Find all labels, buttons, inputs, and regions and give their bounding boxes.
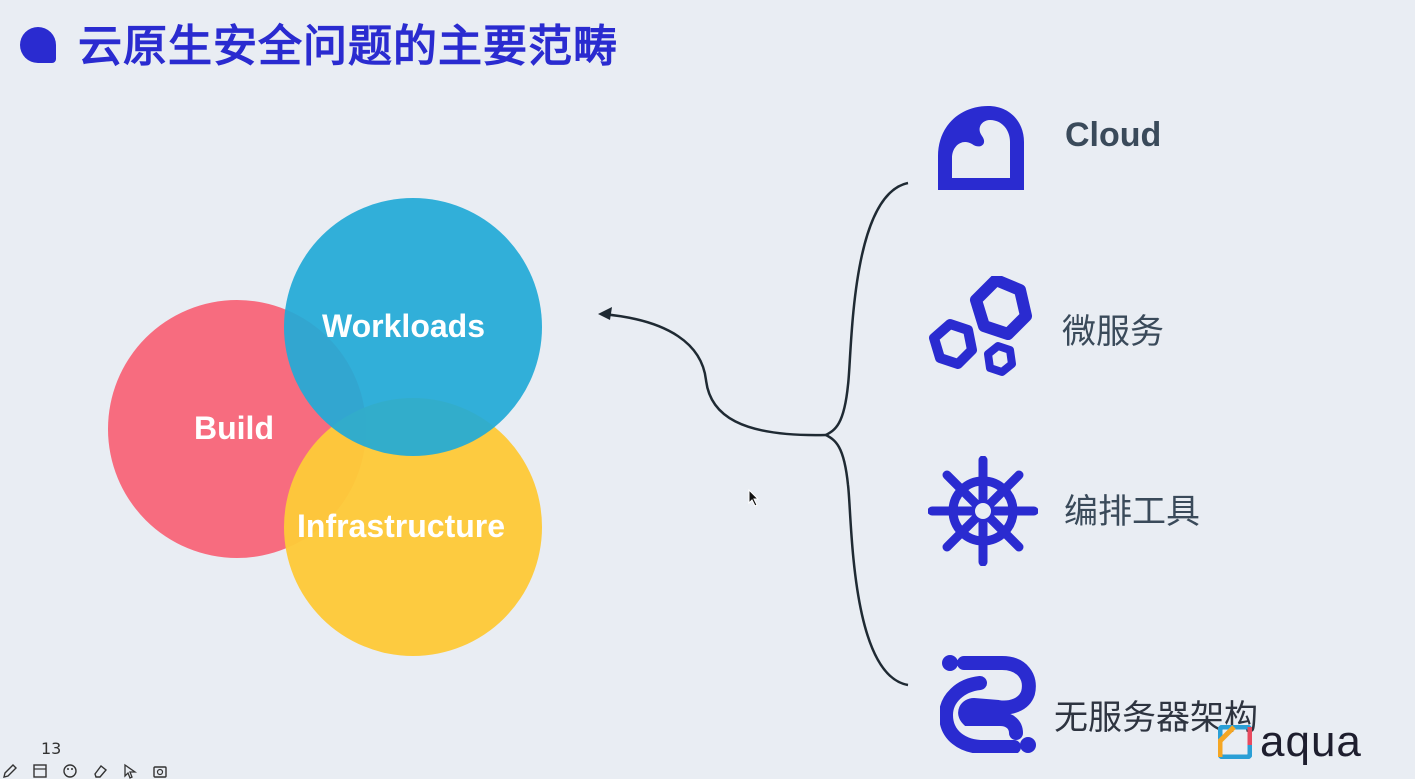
camera-icon[interactable]	[150, 762, 170, 779]
aqua-logo-text: aqua	[1260, 717, 1362, 766]
slides-icon[interactable]	[30, 762, 50, 779]
venn-label-workloads: Workloads	[322, 308, 485, 344]
venn-circle-workloads	[284, 198, 542, 456]
aqua-logo-mark-icon	[1218, 725, 1252, 759]
presentation-toolbar	[0, 762, 170, 779]
arrow-head-icon	[598, 307, 612, 320]
venn-label-build: Build	[194, 410, 274, 446]
slide-title: 云原生安全问题的主要范畴	[78, 21, 618, 72]
pencil-icon[interactable]	[0, 762, 20, 779]
microservices-icon	[929, 276, 1032, 376]
pointer-icon[interactable]	[120, 762, 140, 779]
label-serverless: 无服务器架构	[1054, 699, 1258, 737]
cloud-icon	[938, 106, 1024, 190]
label-orchestration: 编排工具	[1064, 493, 1200, 531]
mouse-cursor-icon	[748, 489, 760, 507]
eraser-icon[interactable]	[90, 762, 110, 779]
page-number: 13	[41, 739, 62, 758]
slide-header: 云原生安全问题的主要范畴	[20, 10, 618, 74]
label-microservices: 微服务	[1062, 313, 1164, 351]
aqua-logo: aqua	[1218, 720, 1362, 764]
label-cloud: Cloud	[1065, 116, 1162, 154]
serverless-icon	[940, 655, 1036, 753]
palette-icon[interactable]	[60, 762, 80, 779]
title-bullet-icon	[20, 27, 56, 63]
brace-path	[823, 181, 909, 687]
brace-connector	[598, 181, 909, 687]
arrow-path	[601, 312, 827, 437]
helm-wheel-icon	[928, 456, 1038, 566]
venn-label-infrastructure: Infrastructure	[297, 508, 506, 544]
